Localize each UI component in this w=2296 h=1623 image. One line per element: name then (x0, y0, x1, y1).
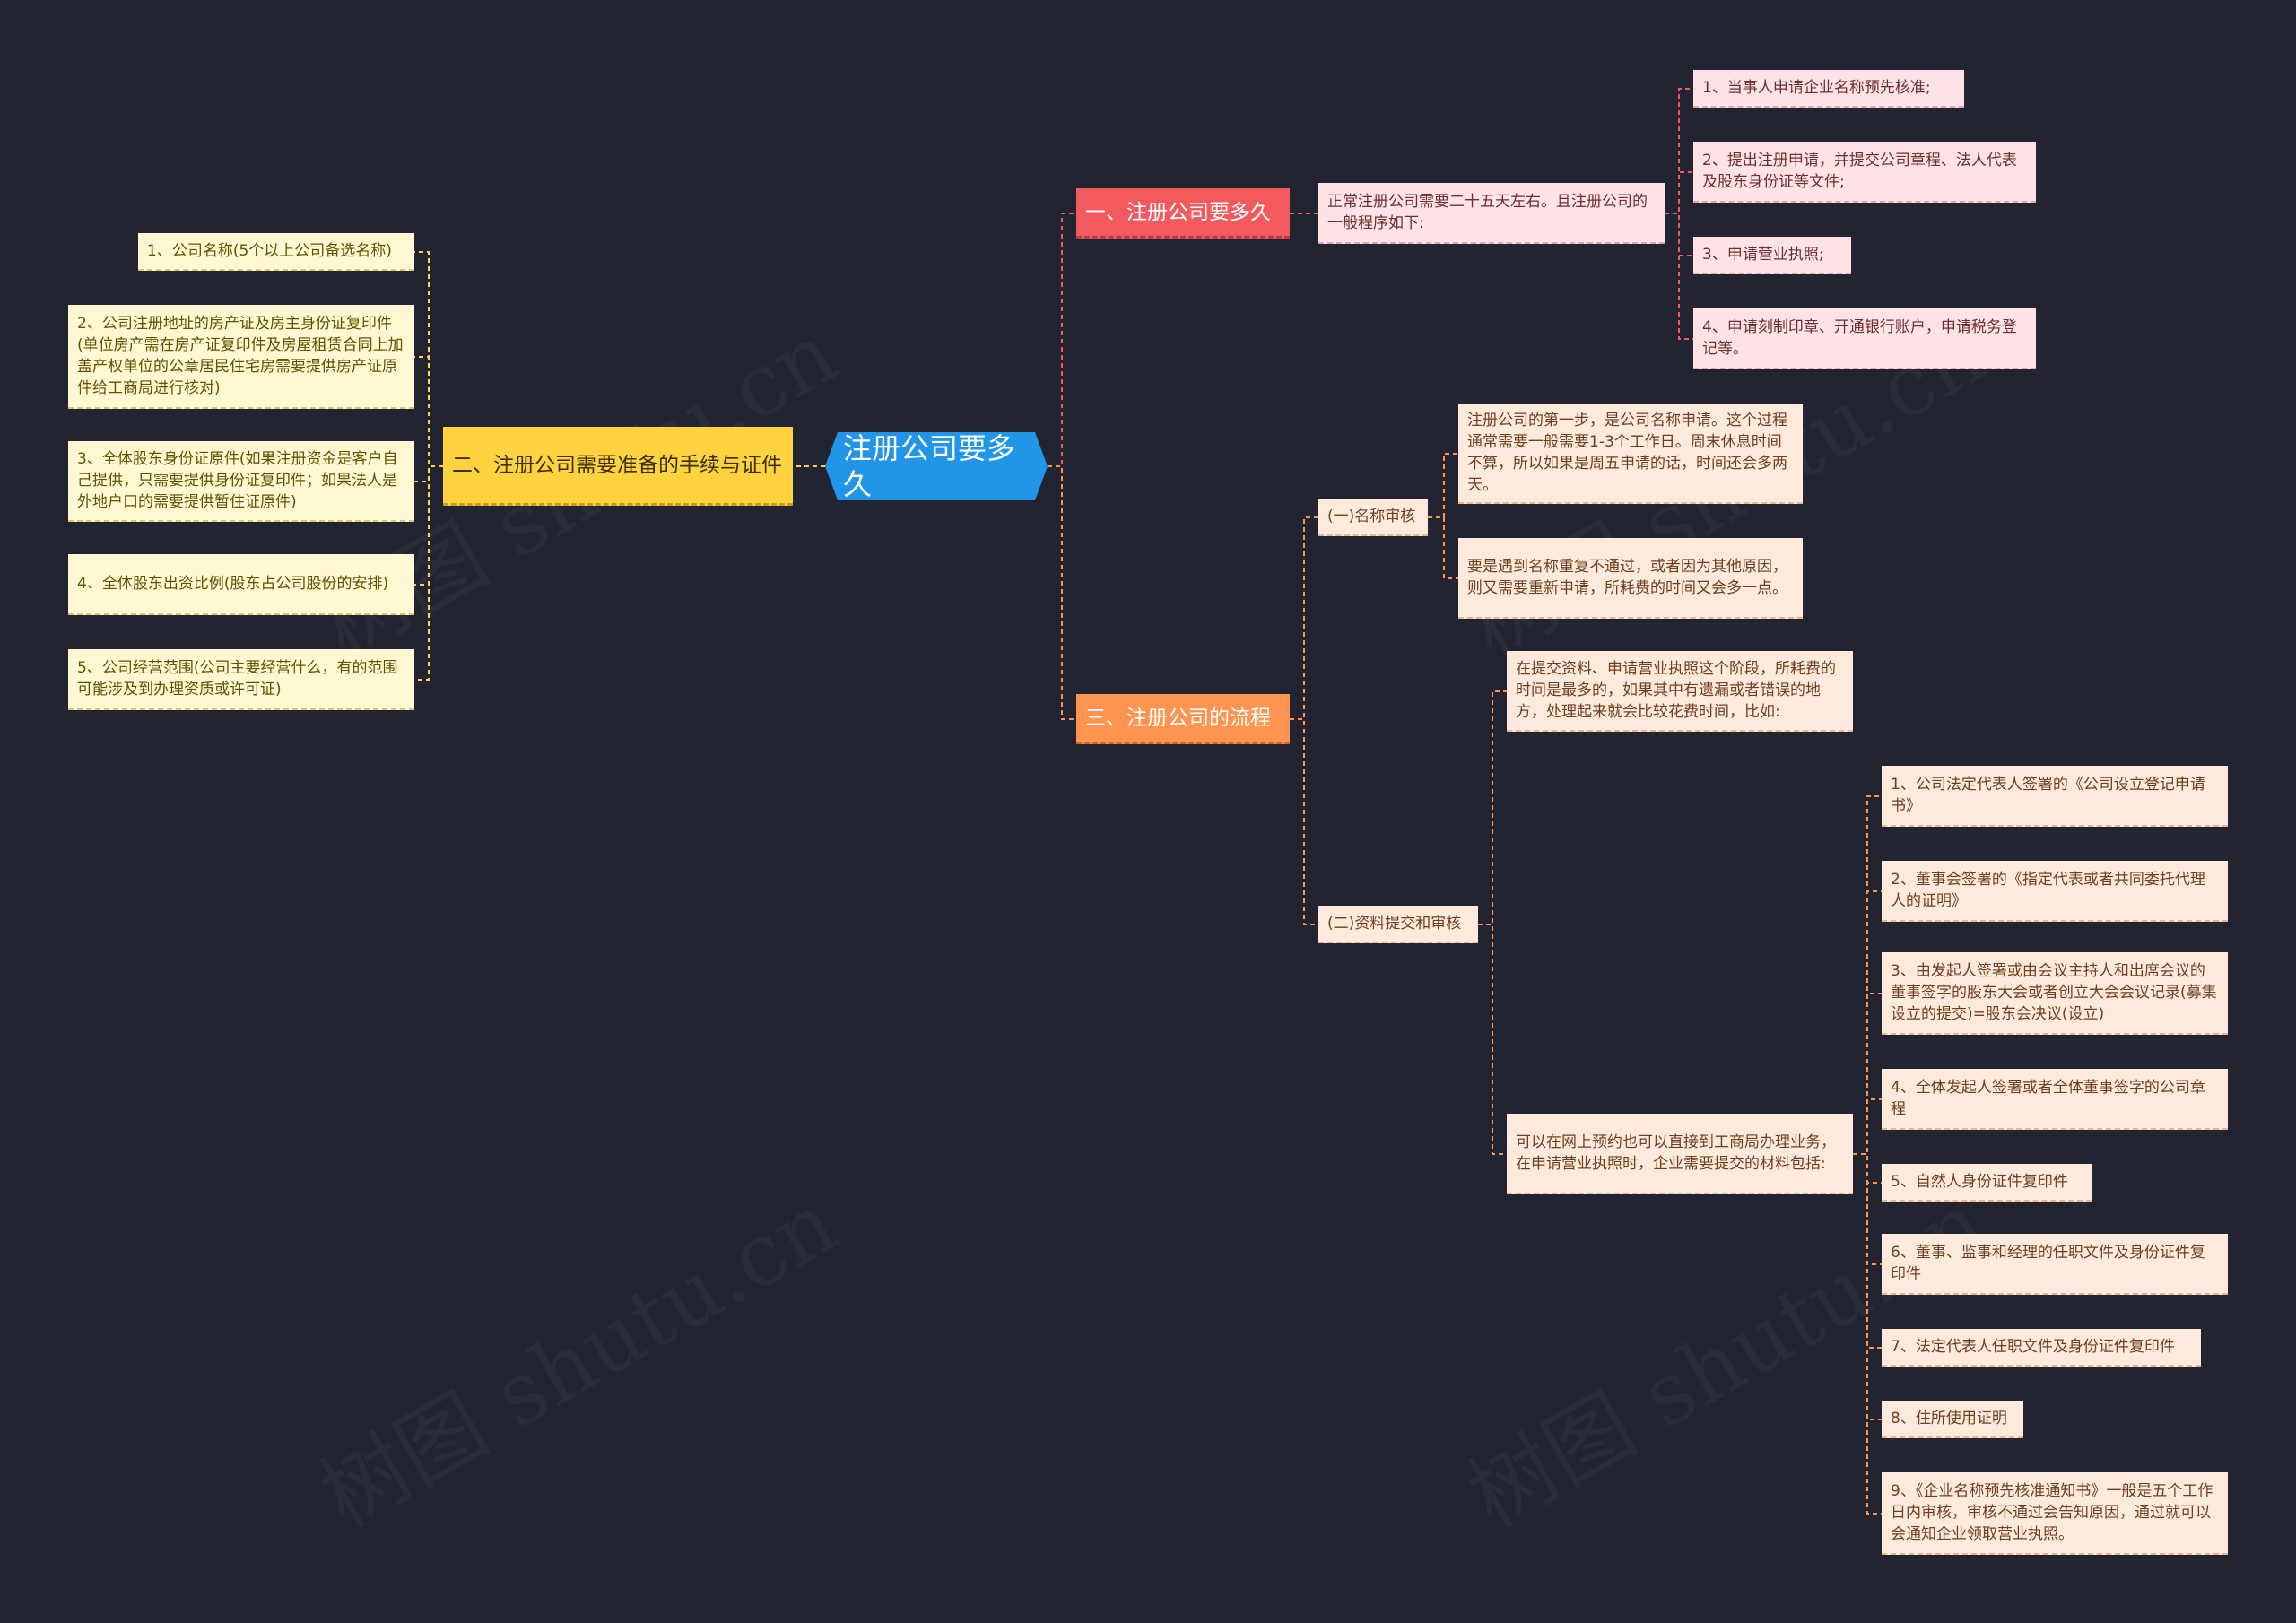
connector-line (1428, 453, 1458, 518)
material-item[interactable]: 5、自然人身份证件复印件 (1882, 1164, 2092, 1202)
connector-line (414, 465, 443, 681)
connector-line (1665, 213, 1693, 340)
submission-online-note[interactable]: 可以在网上预约也可以直接到工商局办理业务，在申请营业执照时，企业需要提交的材料包… (1507, 1114, 1853, 1194)
name-review-note[interactable]: 要是遇到名称重复不通过，或者因为其他原因，则又需要重新申请，所耗费的时间又会多一… (1458, 538, 1803, 619)
connector-line (1853, 795, 1882, 1155)
branch-process[interactable]: 三、注册公司的流程 (1076, 694, 1290, 744)
connector-line (1048, 465, 1076, 720)
name-review-note[interactable]: 注册公司的第一步，是公司名称申请。这个过程通常需要一般需要1-3个工作日。周末休… (1458, 404, 1803, 504)
material-item[interactable]: 2、董事会签署的《指定代表或者共同委托代理人的证明》 (1882, 861, 2228, 922)
connector-line (1853, 993, 1882, 1155)
material-item[interactable]: 7、法定代表人任职文件及身份证件复印件 (1882, 1329, 2201, 1367)
registration-step[interactable]: 2、提出注册申请，并提交公司章程、法人代表及股东身份证等文件; (1693, 142, 2036, 203)
sub-topic-name-review[interactable]: (一)名称审核 (1318, 499, 1428, 536)
material-item[interactable]: 6、董事、监事和经理的任职文件及身份证件复印件 (1882, 1234, 2228, 1295)
branch-label: 一、注册公司要多久 (1085, 200, 1271, 224)
branch-how-long-summary[interactable]: 正常注册公司需要二十五天左右。且注册公司的一般程序如下: (1318, 183, 1665, 244)
connector-line (1290, 516, 1318, 720)
branch-label: 三、注册公司的流程 (1085, 706, 1271, 730)
material-item[interactable]: 8、住所使用证明 (1882, 1401, 2023, 1438)
branch-how-long[interactable]: 一、注册公司要多久 (1076, 188, 1290, 239)
submission-intro[interactable]: 在提交资料、申请营业执照这个阶段，所耗费的时间是最多的，如果其中有遗漏或者错误的… (1507, 651, 1853, 732)
connector-line (1665, 171, 1693, 214)
connector-line (1853, 1098, 1882, 1155)
material-item[interactable]: 3、由发起人签署或由会议主持人和出席会议的董事签字的股东大会或者创立大会会议记录… (1882, 952, 2228, 1035)
connector-line (1478, 690, 1507, 925)
document-item[interactable]: 1、公司名称(5个以上公司备选名称) (138, 233, 414, 271)
document-item[interactable]: 5、公司经营范围(公司主要经营什么，有的范围可能涉及到办理资质或许可证) (68, 649, 414, 710)
root-topic[interactable]: 注册公司要多久 (825, 432, 1048, 500)
document-item[interactable]: 4、全体股东出资比例(股东占公司股份的安排) (68, 554, 414, 615)
connector-line (414, 465, 443, 482)
connector-line (1048, 213, 1076, 467)
material-item[interactable]: 4、全体发起人签署或者全体董事签字的公司章程 (1882, 1069, 2228, 1130)
document-item[interactable]: 2、公司注册地址的房产证及房主身份证复印件(单位房产需在房产证复印件及房屋租赁合… (68, 305, 414, 409)
connector-line (1853, 1153, 1882, 1265)
root-topic-label: 注册公司要多久 (843, 432, 1016, 500)
connector-line (1665, 88, 1693, 214)
connector-line (414, 356, 443, 467)
sub-topic-document-submission[interactable]: (二)资料提交和审核 (1318, 906, 1478, 943)
registration-step[interactable]: 1、当事人申请企业名称预先核准; (1693, 70, 1964, 108)
branch-required-documents[interactable]: 二、注册公司需要准备的手续与证件 (443, 427, 793, 506)
registration-step[interactable]: 4、申请刻制印章、开通银行账户，申请税务登记等。 (1693, 308, 2036, 369)
material-item[interactable]: 1、公司法定代表人签署的《公司设立登记申请书》 (1882, 766, 2228, 827)
material-item[interactable]: 9、《企业名称预先核准通知书》一般是五个工作日内审核，审核不通过会告知原因，通过… (1882, 1472, 2228, 1555)
document-item[interactable]: 3、全体股东身份证原件(如果注册资金是客户自己提供，只需要提供身份证复印件；如果… (68, 441, 414, 522)
connector-line (1853, 1153, 1882, 1515)
connector-line (1290, 718, 1318, 925)
branch-label: 二、注册公司需要准备的手续与证件 (452, 453, 782, 477)
connector-line (1428, 516, 1458, 579)
registration-step[interactable]: 3、申请营业执照; (1693, 237, 1851, 274)
connector-line (1478, 924, 1507, 1155)
